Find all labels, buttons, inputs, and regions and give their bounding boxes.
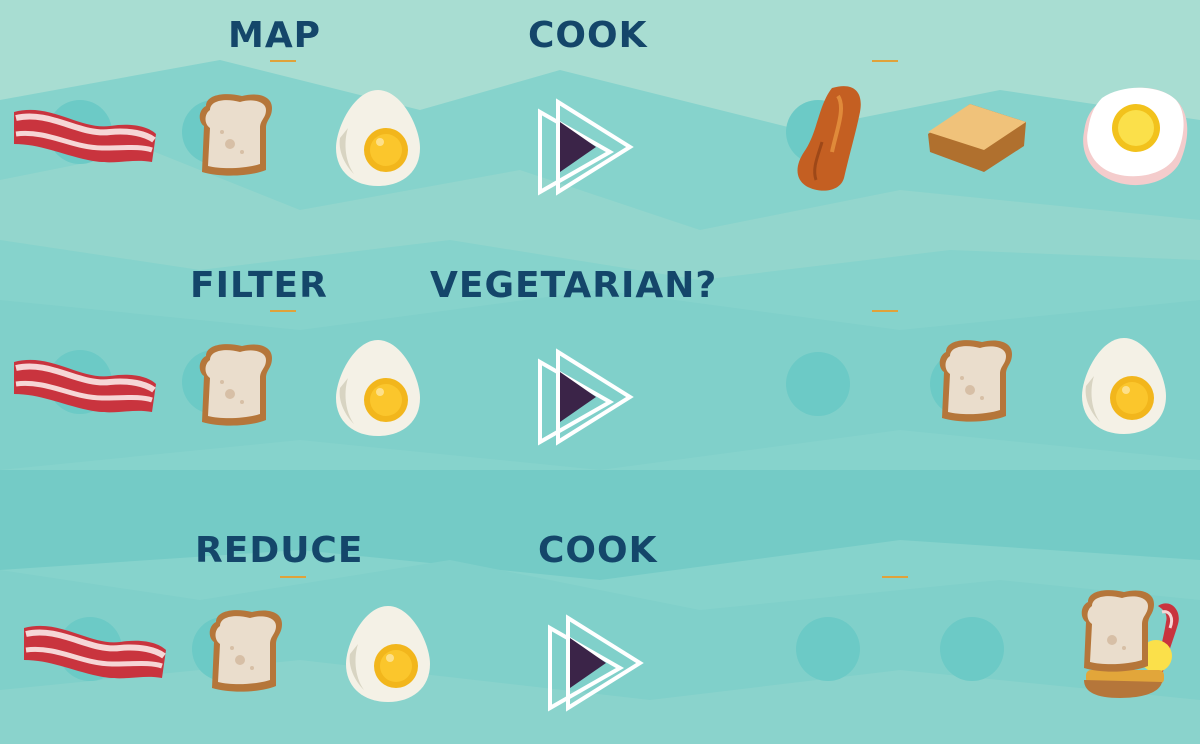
egg-boiled-icon (1082, 338, 1166, 434)
bread-slice-icon (209, 610, 282, 692)
operation-label-filter: FILTER (190, 265, 328, 306)
divider-dash (872, 310, 898, 312)
egg-boiled-icon (346, 606, 430, 702)
divider-dash (270, 310, 296, 312)
function-label-cook: COOK (528, 15, 648, 56)
process-arrow-icon (538, 100, 632, 194)
slot-circle (786, 352, 850, 416)
function-label-cook: COOK (538, 530, 658, 571)
operation-label-map: MAP (228, 15, 322, 56)
divider-dash (280, 576, 306, 578)
divider-dash (270, 60, 296, 62)
toast-icon (928, 104, 1026, 172)
bacon-raw-icon (10, 350, 160, 422)
bread-slice-icon (939, 340, 1012, 422)
egg-boiled-icon (336, 340, 420, 436)
slot-circle (940, 617, 1004, 681)
operation-label-reduce: REDUCE (195, 530, 364, 571)
slot-circle (796, 617, 860, 681)
process-arrow-icon (548, 616, 642, 710)
egg-fried-icon (1083, 87, 1188, 186)
divider-dash (872, 60, 898, 62)
process-arrow-icon (538, 350, 632, 444)
bacon-raw-icon (20, 616, 170, 688)
bread-slice-icon (199, 344, 272, 426)
function-label-vegetarian: VEGETARIAN? (430, 265, 718, 306)
bacon-cooked-icon (797, 86, 861, 191)
divider-dash (882, 576, 908, 578)
sandwich-icon (1081, 590, 1179, 698)
egg-boiled-icon (336, 90, 420, 186)
bacon-raw-icon (10, 100, 160, 172)
bread-slice-icon (199, 94, 272, 176)
